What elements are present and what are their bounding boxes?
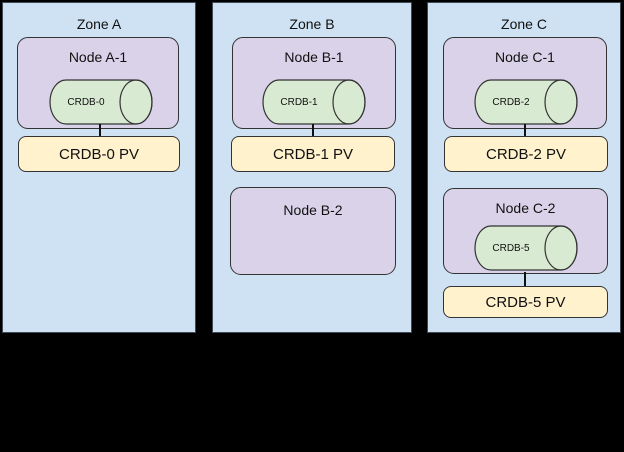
- node-a1: Node A-1 CRDB-0: [17, 37, 179, 129]
- database-cylinder-icon: [474, 225, 578, 271]
- connector-c1-pv: [524, 124, 526, 136]
- node-c1-label: Node C-1: [495, 49, 555, 65]
- node-c2-label: Node C-2: [495, 200, 556, 216]
- crdb-1-cylinder: CRDB-1: [262, 79, 366, 125]
- connector-a1-pv: [99, 124, 101, 136]
- crdb-2-label: CRDB-2: [492, 96, 530, 108]
- database-cylinder-icon: [474, 79, 578, 125]
- crdb-2-cylinder: CRDB-2: [474, 79, 578, 125]
- connector-b1-pv: [312, 124, 314, 136]
- pv-crdb-1-label: CRDB-1 PV: [272, 145, 354, 163]
- database-cylinder-icon: [49, 79, 153, 125]
- pv-crdb-0: CRDB-0 PV: [18, 136, 180, 172]
- pv-crdb-5: CRDB-5 PV: [443, 286, 608, 318]
- database-cylinder-icon: [262, 79, 366, 125]
- zone-b: Zone B Node B-1 CRDB-1 CRDB-1 PV Node B-…: [212, 2, 412, 333]
- zone-c-label: Zone C: [501, 16, 547, 32]
- crdb-0-label: CRDB-0: [67, 96, 105, 108]
- node-c1: Node C-1 CRDB-2: [443, 37, 607, 129]
- zone-a: Zone A Node A-1 CRDB-0 CRDB-0 PV: [2, 2, 196, 333]
- node-a1-label: Node A-1: [68, 49, 128, 65]
- crdb-5-label: CRDB-5: [492, 242, 530, 254]
- node-b2-label: Node B-2: [283, 202, 343, 218]
- node-b1-label: Node B-1: [284, 49, 344, 65]
- pv-crdb-2-label: CRDB-2 PV: [485, 145, 567, 163]
- zone-b-label: Zone B: [289, 16, 335, 32]
- connector-c2-pv: [524, 272, 526, 286]
- node-b2: Node B-2: [230, 187, 396, 275]
- pv-crdb-1: CRDB-1 PV: [231, 136, 395, 172]
- pv-crdb-5-label: CRDB-5 PV: [485, 293, 566, 311]
- crdb-5-cylinder: CRDB-5: [474, 225, 578, 271]
- crdb-1-label: CRDB-1: [280, 96, 318, 108]
- zone-a-label: Zone A: [76, 16, 122, 32]
- pv-crdb-0-label: CRDB-0 PV: [58, 145, 140, 163]
- crdb-0-cylinder: CRDB-0: [49, 79, 153, 125]
- node-c2: Node C-2 CRDB-5: [443, 188, 608, 274]
- pv-crdb-2: CRDB-2 PV: [444, 136, 608, 172]
- node-b1: Node B-1 CRDB-1: [232, 37, 396, 129]
- zone-c: Zone C Node C-1 CRDB-2 CRDB-2 PV Node C-…: [427, 2, 621, 333]
